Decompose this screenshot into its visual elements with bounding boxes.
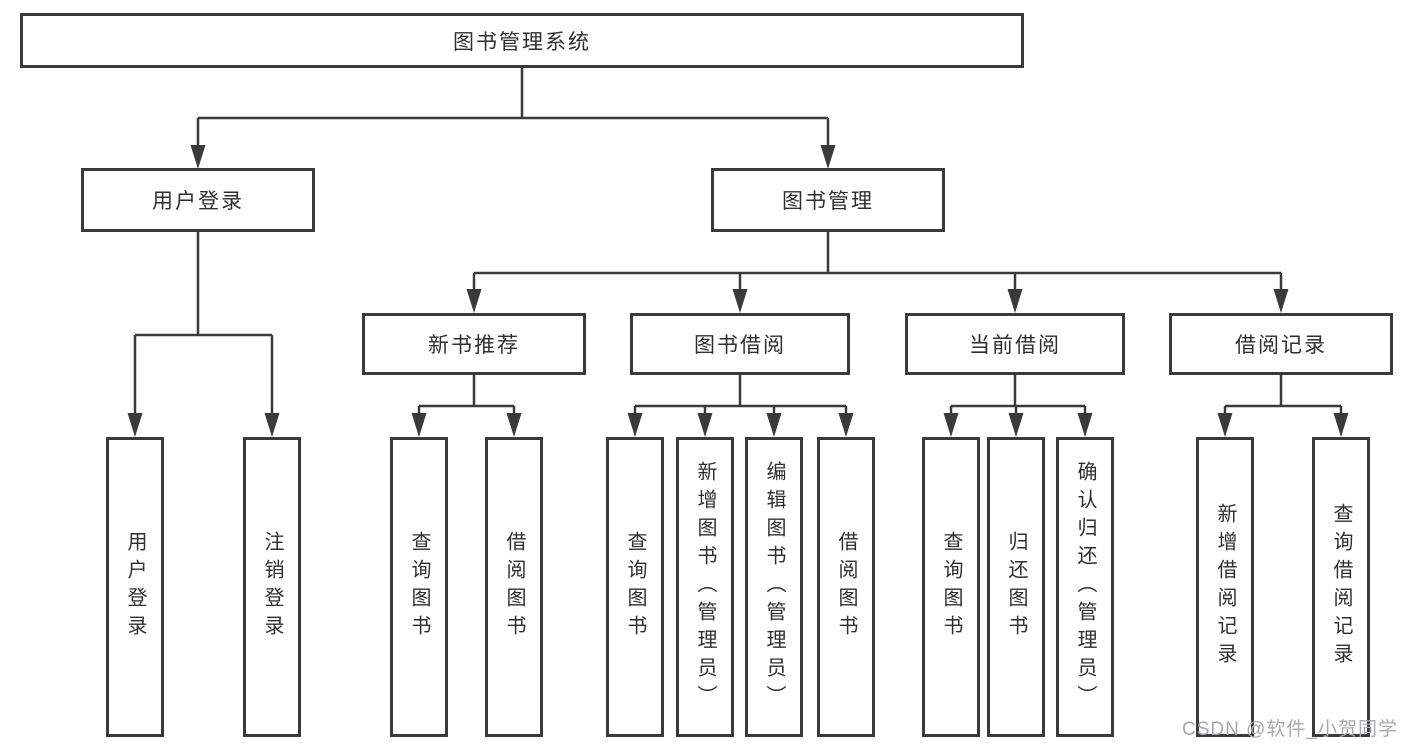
node-borrow-records: 借阅记录	[1169, 313, 1393, 375]
node-root-library-system: 图书管理系统	[20, 13, 1024, 68]
leaf-query-borrow-record: 查询借阅记录	[1312, 437, 1370, 737]
node-book-borrow: 图书借阅	[630, 313, 850, 375]
node-current-borrow: 当前借阅	[905, 313, 1125, 375]
leaf-recommend-borrow-books: 借阅图书	[485, 437, 543, 737]
leaf-current-query-books: 查询图书	[922, 437, 980, 737]
node-user-login: 用户登录	[81, 168, 315, 232]
leaf-return-books: 归还图书	[987, 437, 1045, 737]
leaf-borrow-books: 借阅图书	[817, 437, 875, 737]
node-book-management: 图书管理	[711, 168, 945, 232]
leaf-add-books-admin: 新增图书（管理员）	[676, 437, 734, 737]
leaf-user-login: 用户登录	[106, 437, 164, 737]
leaf-confirm-return-admin: 确认归还（管理员）	[1056, 437, 1114, 737]
leaf-recommend-query-books: 查询图书	[390, 437, 448, 737]
arrowheads	[127, 145, 1349, 437]
leaf-add-borrow-record: 新增借阅记录	[1196, 437, 1254, 737]
leaf-edit-books-admin: 编辑图书（管理员）	[745, 437, 803, 737]
leaf-logout: 注销登录	[243, 437, 301, 737]
leaf-borrow-query-books: 查询图书	[606, 437, 664, 737]
node-new-book-recommend: 新书推荐	[362, 313, 586, 375]
